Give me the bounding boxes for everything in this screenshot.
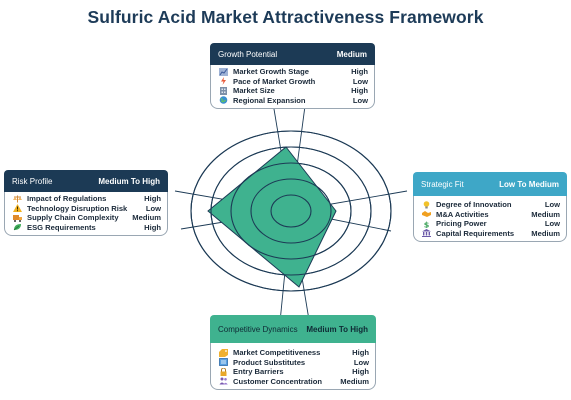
lightning-icon [219, 77, 228, 86]
strategic-fit-card: Strategic Fit Low To Medium Degree of In… [413, 172, 567, 242]
people-icon [219, 377, 228, 385]
risk-profile-header: Risk Profile Medium To High [4, 170, 168, 192]
bank-icon [422, 229, 431, 238]
strategic-fit-rating: Low To Medium [499, 179, 559, 189]
list-item: Entry Barriers High [219, 367, 369, 377]
list-item: Supply Chain Complexity Medium [13, 213, 161, 223]
list-item: Pace of Market Growth Low [219, 77, 368, 87]
growth-potential-list: Market Growth Stage High Pace of Market … [210, 65, 375, 109]
box-icon [219, 358, 228, 367]
page-title: Sulfuric Acid Market Attractiveness Fram… [87, 7, 484, 27]
strategic-fit-title: Strategic Fit [421, 179, 464, 189]
competitive-dynamics-list: Market Competitiveness High Product Subs… [210, 343, 376, 390]
list-item: $ Pricing Power Low [422, 219, 560, 229]
list-item: Product Substitutes Low [219, 358, 369, 368]
competitive-dynamics-rating: Medium To High [306, 324, 368, 334]
risk-profile-rating: Medium To High [98, 176, 160, 186]
globe-icon [219, 96, 228, 105]
list-item: Customer Concentration Medium [219, 377, 369, 387]
radar-ring [210, 146, 372, 276]
tag-icon [219, 348, 228, 357]
chart-icon [219, 67, 228, 76]
handshake-icon [422, 210, 431, 218]
growth-potential-card: Growth Potential Medium Market Growth St… [210, 43, 375, 109]
list-item: M&A Activities Medium [422, 210, 560, 220]
risk-profile-title: Risk Profile [12, 176, 53, 186]
list-item: Regional Expansion Low [219, 96, 368, 106]
growth-potential-header: Growth Potential Medium [210, 43, 375, 65]
growth-potential-rating: Medium [336, 49, 367, 59]
risk-profile-card: Risk Profile Medium To High Impact of Re… [4, 170, 168, 236]
svg-text:$: $ [424, 220, 430, 228]
radar-ring [270, 194, 312, 228]
list-item: ESG Requirements High [13, 223, 161, 233]
bulb-icon [422, 200, 431, 209]
leaf-icon [13, 223, 22, 231]
warning-icon [13, 204, 22, 213]
competitive-dynamics-card: Competitive Dynamics Medium To High Mark… [210, 315, 376, 390]
dollar-icon: $ [422, 220, 431, 229]
competitive-dynamics-title: Competitive Dynamics [218, 324, 298, 334]
lock-icon [219, 367, 228, 376]
list-item: Market Size High [219, 86, 368, 96]
scale-icon [13, 195, 22, 203]
competitive-dynamics-header: Competitive Dynamics Medium To High [210, 315, 376, 343]
radar-ring [250, 178, 332, 244]
strategic-fit-list: Degree of Innovation Low M&A Activities … [413, 196, 567, 242]
strategic-fit-header: Strategic Fit Low To Medium [413, 172, 567, 196]
list-item: Impact of Regulations High [13, 194, 161, 204]
list-item: Capital Requirements Medium [422, 229, 560, 239]
building-icon [219, 86, 228, 95]
growth-potential-title: Growth Potential [218, 49, 278, 59]
list-item: Degree of Innovation Low [422, 200, 560, 210]
radar-rings-overlay [190, 130, 392, 292]
radar-ring [230, 162, 352, 260]
risk-profile-list: Impact of Regulations High Technology Di… [4, 192, 168, 236]
radar-ring [190, 130, 392, 292]
list-item: Market Competitiveness High [219, 348, 369, 358]
list-item: Market Growth Stage High [219, 67, 368, 77]
list-item: Technology Disruption Risk Low [13, 204, 161, 214]
truck-icon [13, 214, 22, 222]
